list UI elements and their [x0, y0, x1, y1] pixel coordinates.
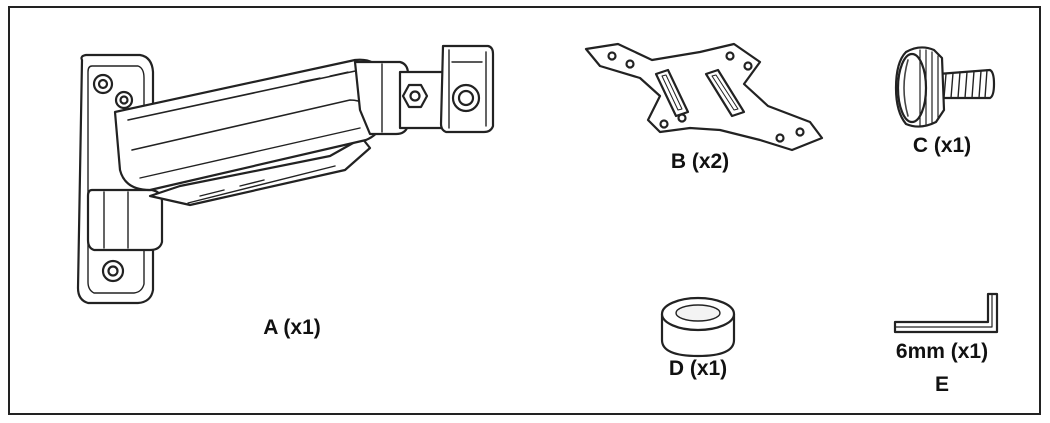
part-e-size-label: 6mm (x1)	[895, 340, 989, 363]
part-e-allen-key-drawing	[893, 292, 999, 334]
hinge-block	[86, 188, 164, 252]
part-a-label: A (x1)	[263, 316, 321, 339]
part-a-arm-drawing	[76, 44, 495, 305]
wall-plate-inner	[87, 65, 145, 294]
part-d-spacer-drawing	[660, 296, 736, 358]
part-e-label: E	[934, 373, 950, 396]
arm-lower-rail	[148, 136, 372, 207]
part-d-label: D (x1)	[668, 357, 728, 380]
part-c-thumb-screw-drawing	[894, 46, 996, 128]
vesa-plate	[584, 42, 824, 152]
part-b-vesa-plate-drawing	[584, 42, 824, 152]
vesa-plate-hole	[607, 51, 617, 61]
part-c-label: C (x1)	[912, 134, 972, 157]
allen-key	[893, 292, 999, 334]
part-b-label: B (x2)	[670, 150, 730, 173]
parts-diagram-frame	[8, 6, 1041, 415]
